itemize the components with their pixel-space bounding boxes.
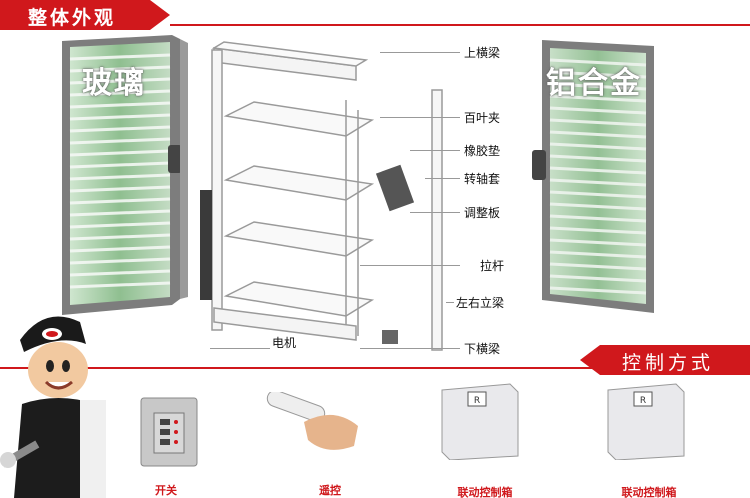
header-control: 控制方式 <box>0 345 750 375</box>
svg-text:R: R <box>640 396 646 406</box>
control-box-icon-1: R <box>440 382 520 460</box>
aluminum-label: 铝合金 <box>546 66 642 101</box>
label-side-post: 左右立梁 <box>456 296 505 310</box>
svg-text:R: R <box>474 396 480 406</box>
control-box-icon-2: R <box>606 382 686 460</box>
remote-control-icon <box>264 392 360 458</box>
label-motor: 电机 <box>272 336 297 350</box>
leader-pull-rod <box>360 265 460 266</box>
label-pull-rod: 拉杆 <box>480 259 505 273</box>
leader-shaft-sleeve <box>425 178 460 179</box>
label-adjust-plate: 调整板 <box>464 206 501 220</box>
control-label-remote: 遥控 <box>319 484 341 497</box>
leader-bottom-beam <box>360 348 460 349</box>
leader-top-beam <box>380 52 460 53</box>
label-rubber-pad: 橡胶垫 <box>464 144 501 158</box>
technician-mascot <box>0 300 120 498</box>
leader-side-post <box>446 302 454 303</box>
header-divider <box>170 24 750 26</box>
glass-louver-window <box>62 35 197 315</box>
control-label-box-2: 联动控制箱 <box>621 486 677 498</box>
leader-louver-clip <box>380 117 460 118</box>
header-control-tab: 控制方式 <box>580 345 750 375</box>
label-bottom-beam: 下横梁 <box>464 342 501 356</box>
leader-motor <box>210 348 270 349</box>
leader-adjust-plate <box>410 212 460 213</box>
header-control-title: 控制方式 <box>622 352 715 374</box>
control-label-switch: 开关 <box>155 484 177 497</box>
aluminum-louver-window <box>532 38 662 313</box>
switch-panel-icon <box>140 397 198 467</box>
glass-label: 玻璃 <box>82 66 146 101</box>
header-overview: 整体外观 <box>0 0 750 30</box>
exploded-structure-diagram <box>196 40 446 355</box>
header-title: 整体外观 <box>28 7 117 29</box>
label-louver-clip: 百叶夹 <box>464 111 501 125</box>
header-control-divider <box>0 367 600 369</box>
header-tab: 整体外观 <box>0 0 170 30</box>
label-shaft-sleeve: 转轴套 <box>464 172 501 186</box>
label-top-beam: 上横梁 <box>464 46 501 60</box>
leader-rubber-pad <box>410 150 460 151</box>
control-label-box-1: 联动控制箱 <box>457 486 513 498</box>
